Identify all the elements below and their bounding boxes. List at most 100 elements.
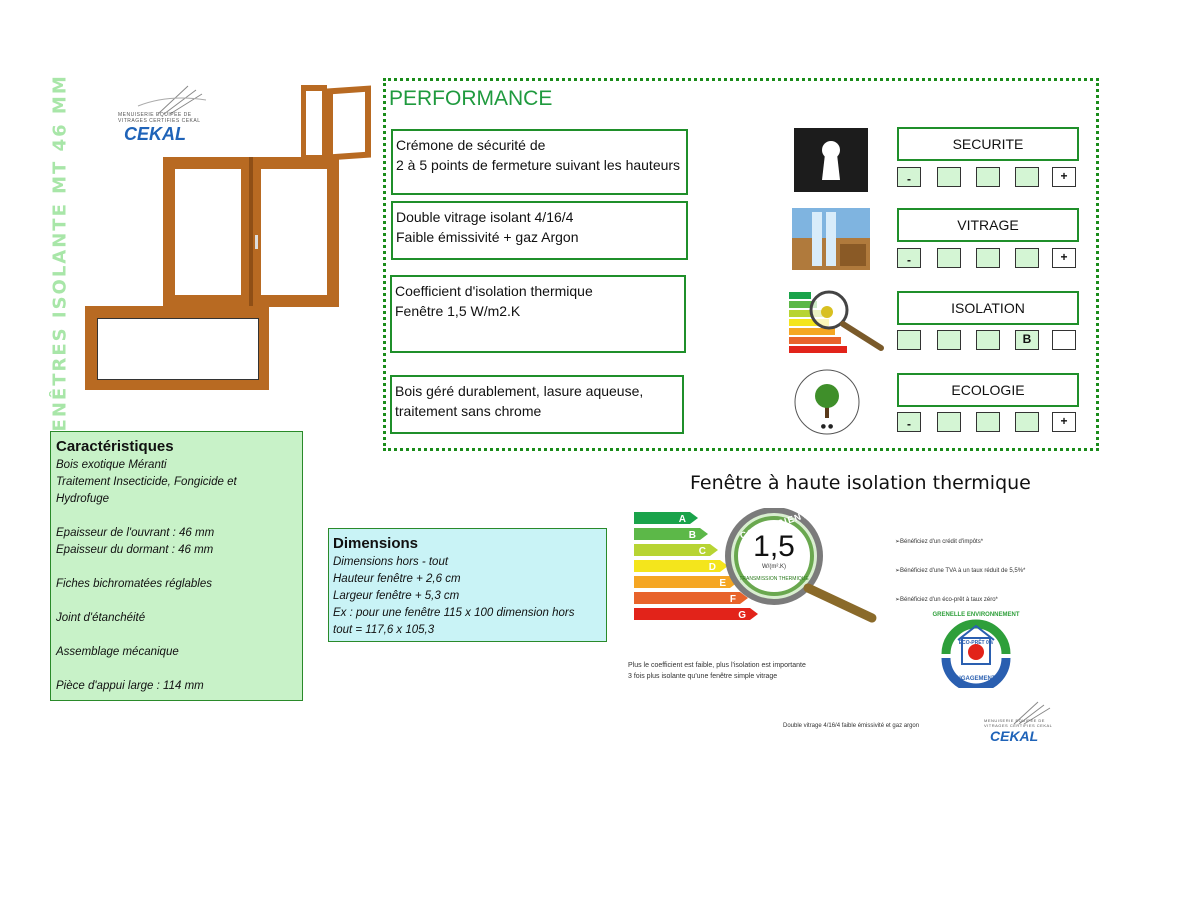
dim-line: Hauteur fenêtre + 2,6 cm	[333, 573, 461, 585]
char-line: Epaisseur de l'ouvrant : 46 mm	[56, 527, 215, 539]
thermal-note-2: 3 fois plus isolante qu'une fenêtre simp…	[628, 673, 778, 680]
cekal-brand: CEKAL	[124, 124, 186, 144]
eco-tree-icon: ● ●	[790, 368, 864, 436]
char-line: Epaisseur du dormant : 46 mm	[56, 544, 214, 556]
grenelle-bottom: ENGAGEMENTS	[952, 676, 1000, 682]
rating-label-security: SECURITE	[897, 127, 1079, 161]
glazing-icon	[792, 208, 870, 270]
vertical-title-text: FENÊTRES ISOLANTE MT 46 MM	[49, 74, 71, 446]
rating-minus[interactable]: -	[897, 412, 921, 432]
energy-bar-e	[634, 576, 738, 588]
rating-cell[interactable]	[937, 330, 961, 350]
characteristics-panel: Caractéristiques Bois exotique Méranti T…	[50, 431, 303, 701]
coefficient-value: 1,5	[753, 530, 795, 563]
svg-text:● ●: ● ●	[821, 423, 833, 430]
energy-bar-g	[634, 608, 758, 620]
energy-letter: G	[738, 610, 746, 621]
thermal-footnote: Double vitrage 4/16/4 faible émissivité …	[783, 723, 920, 729]
char-line: Joint d'étanchéité	[56, 612, 146, 624]
rating-label-insulation: ISOLATION	[897, 291, 1079, 325]
grenelle-logo: ÉCO-PRÊT 0% GRENELLE ENVIRONNEMENT ENGAG…	[928, 610, 1024, 693]
energy-label-icon	[789, 288, 887, 356]
rating-cell-selected[interactable]: B	[1015, 330, 1039, 350]
energy-letter: F	[730, 594, 736, 605]
rating-cell[interactable]	[937, 248, 961, 268]
window-image-double	[163, 157, 339, 307]
rating-scale-insulation: B	[897, 330, 1079, 352]
rating-scale-security: - +	[897, 167, 1079, 189]
dimensions-panel: Dimensions Dimensions hors - tout Hauteu…	[328, 528, 607, 642]
feature-security: Crémone de sécurité de 2 à 5 points de f…	[391, 129, 688, 195]
rating-cell[interactable]	[976, 167, 1000, 187]
energy-letter: B	[689, 530, 696, 541]
coefficient-sub: TRANSMISSION THERMIQUE	[739, 576, 809, 582]
rating-cell[interactable]	[976, 412, 1000, 432]
cekal-logo-bottom: MENUISERIE EQUIPEE DE VITRAGES CERTIFIES…	[984, 700, 1054, 746]
energy-letter: A	[679, 514, 686, 525]
grenelle-center: ÉCO-PRÊT 0%	[958, 640, 994, 646]
benefit-item: ➢Bénéficiez d'une TVA à un taux réduit d…	[895, 568, 1026, 574]
cekal-swoosh-icon	[137, 85, 207, 115]
feature-glazing: Double vitrage isolant 4/16/4 Faible émi…	[391, 201, 688, 260]
char-line: Traitement Insecticide, Fongicide et	[56, 476, 237, 488]
energy-letter: C	[699, 546, 706, 557]
grenelle-top: GRENELLE ENVIRONNEMENT	[932, 612, 1020, 618]
energy-bar-d	[634, 560, 728, 572]
rating-cell[interactable]	[976, 248, 1000, 268]
char-line: Assemblage mécanique	[56, 646, 179, 658]
rating-scale-glazing: - +	[897, 248, 1079, 270]
coefficient-unit: W/(m².K)	[762, 564, 786, 570]
rating-minus[interactable]: -	[897, 248, 921, 268]
thermal-note-1: Plus le coefficient est faible, plus l'i…	[628, 662, 806, 669]
rating-cell[interactable]	[1015, 248, 1039, 268]
rating-cell[interactable]	[1015, 412, 1039, 432]
cekal-swoosh-icon	[1013, 701, 1051, 725]
performance-box	[383, 78, 1099, 451]
rating-label-ecology: ECOLOGIE	[897, 373, 1079, 407]
rating-cell[interactable]	[937, 412, 961, 432]
rating-cell[interactable]	[937, 167, 961, 187]
dim-line: tout = 117,6 x 105,3	[333, 624, 435, 636]
window-image-wide	[85, 306, 269, 390]
cekal-small-text: MENUISERIE EQUIPEE DE VITRAGES CERTIFIES…	[118, 112, 201, 124]
energy-letter: E	[719, 578, 726, 589]
rating-plus[interactable]: +	[1052, 412, 1076, 432]
rating-cell[interactable]	[976, 330, 1000, 350]
performance-title: PERFORMANCE	[389, 87, 553, 110]
rating-plus[interactable]: +	[1052, 248, 1076, 268]
energy-bar-f	[634, 592, 748, 604]
benefit-item: ➢Bénéficiez d'un crédit d'impôts*	[895, 539, 984, 545]
rating-scale-ecology: - +	[897, 412, 1079, 434]
vertical-product-title: FENÊTRES ISOLANTE MT 46 MM	[40, 74, 80, 445]
window-image-small	[301, 85, 371, 161]
characteristics-title: Caractéristiques	[56, 438, 174, 455]
energy-bar-b	[634, 528, 708, 540]
char-line: Fiches bichromatées réglables	[56, 578, 212, 590]
benefit-item: ➢Bénéficiez d'un éco-prêt à taux zéro*	[895, 597, 998, 603]
thermal-title: Fenêtre à haute isolation thermique	[690, 472, 1031, 494]
rating-label-glazing: VITRAGE	[897, 208, 1079, 242]
rating-cell[interactable]	[1052, 330, 1076, 350]
char-line: Hydrofuge	[56, 493, 110, 505]
dim-line: Largeur fenêtre + 5,3 cm	[333, 590, 460, 602]
cekal-small-text: MENUISERIE EQUIPEE DE VITRAGES CERTIFIES…	[984, 718, 1053, 728]
rating-cell[interactable]	[1015, 167, 1039, 187]
rating-minus[interactable]: -	[897, 167, 921, 187]
energy-letter: D	[709, 562, 716, 573]
dimensions-title: Dimensions	[333, 535, 419, 552]
dim-line: Ex : pour une fenêtre 115 x 100 dimensio…	[333, 607, 575, 619]
energy-bar-a	[634, 512, 698, 524]
cekal-logo-top: MENUISERIE EQUIPEE DE VITRAGES CERTIFIES…	[118, 84, 208, 144]
feature-insulation: Coefficient d'isolation thermique Fenêtr…	[390, 275, 686, 353]
rating-plus[interactable]: +	[1052, 167, 1076, 187]
char-line: Pièce d'appui large : 114 mm	[56, 680, 204, 692]
rating-cell[interactable]	[897, 330, 921, 350]
feature-ecology: Bois géré durablement, lasure aqueuse, t…	[390, 375, 684, 434]
char-line: Bois exotique Méranti	[56, 459, 167, 471]
dim-line: Dimensions hors - tout	[333, 556, 449, 568]
keyhole-icon	[794, 128, 868, 192]
cekal-brand: CEKAL	[990, 728, 1039, 744]
energy-bar-c	[634, 544, 718, 556]
